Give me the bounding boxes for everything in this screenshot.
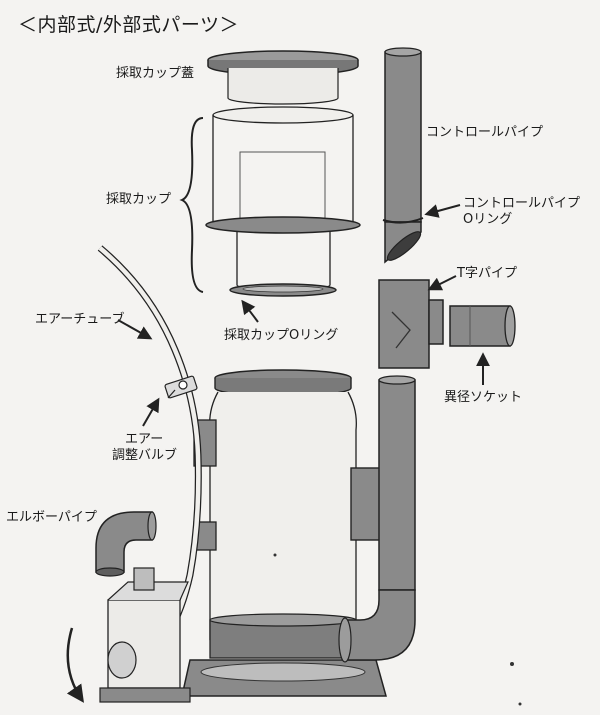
label-control-pipe: コントロールパイプ [426,125,544,140]
label-air-tube: エアーチューブ [35,312,125,327]
cup-lid [207,50,359,105]
collection-cup [205,106,361,291]
elbow-pipe [95,511,157,577]
label-cup: 採取カップ [106,192,172,207]
diagram-title: ＜内部式/外部式パーツ＞ [18,14,240,36]
label-cup-oring: 採取カップOリング [224,328,339,343]
label-t-pipe: T字パイプ [457,266,517,281]
outlet-pipe [338,375,416,663]
air-tube [97,245,202,653]
air-valve [164,375,198,399]
pump [99,567,191,703]
label-control-pipe-oring-2: Oリング [463,212,513,227]
reducer-socket [449,305,516,347]
label-control-pipe-oring-1: コントロールパイプ [463,196,581,211]
t-pipe [378,279,444,369]
cup-bracket [179,117,204,293]
label-reducer-socket: 異径ソケット [444,390,523,405]
rotate-arrow [66,627,84,703]
label-air-valve-1: エアー [125,432,164,447]
label-cup-lid: 採取カップ蓋 [116,66,195,81]
label-air-valve-2: 調整バルブ [112,448,178,463]
cup-oring [229,283,337,297]
skimmer-body [181,369,387,697]
control-pipe [382,47,424,264]
label-elbow-pipe: エルボーパイプ [6,510,97,525]
